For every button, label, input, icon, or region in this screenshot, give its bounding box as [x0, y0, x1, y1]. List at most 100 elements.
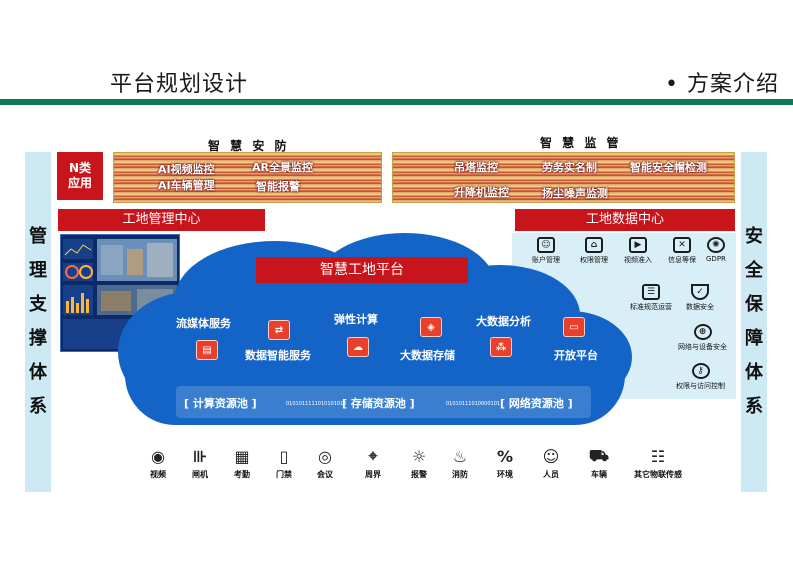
- pillar-char: 全: [745, 260, 763, 281]
- banner-item: 劳务实名制: [542, 161, 597, 174]
- smart-security-title: 智 慧 安 防: [208, 139, 290, 153]
- bit-stream: 01010111010000101: [446, 401, 501, 407]
- pillar-char: 体: [745, 362, 763, 383]
- pillar-char: 障: [745, 328, 763, 349]
- svc-account: ☺ 账户管理: [532, 237, 560, 265]
- device-label: 周界: [365, 470, 381, 479]
- service-label-open-platform: 开放平台: [554, 349, 598, 362]
- security-guarantee-pillar: 安 全 保 障 体 系: [741, 152, 767, 492]
- svc-video-access: ▶ 视频准入: [624, 237, 652, 265]
- svc-info-protection: ✕ 信息等保: [668, 237, 696, 265]
- device-label: 车辆: [591, 470, 607, 479]
- svc-access-control: ⚷ 权限与访问控制: [676, 363, 725, 391]
- device-label: 会议: [317, 470, 333, 479]
- device-vehicle: ⛟ 车辆: [571, 446, 627, 480]
- banner-item: 吊塔监控: [454, 161, 498, 174]
- pillar-char: 支: [29, 294, 47, 315]
- banner-item: AR全景监控: [252, 161, 313, 174]
- page-title: 平台规划设计: [110, 72, 249, 97]
- svc-gdpr: ✺ GDPR: [706, 237, 726, 263]
- banner-item: 智能安全帽检测: [630, 161, 707, 174]
- data-intelligence-icon: ⇄: [268, 320, 290, 340]
- n-app-line: 应用: [67, 176, 92, 190]
- turnstile-icon: ⊪: [192, 446, 208, 466]
- svc-label: GDPR: [706, 255, 726, 263]
- compute-pool: [ 计算资源池 ]: [184, 397, 257, 410]
- perimeter-icon: ⌖: [368, 446, 378, 465]
- banner-item: AI车辆管理: [158, 179, 215, 192]
- management-support-pillar: 管 理 支 撑 体 系: [25, 152, 51, 492]
- svc-network-security: ⊕ 网络与设备安全: [678, 324, 727, 352]
- svc-label: 标准规范运营: [630, 303, 672, 311]
- video-access-icon: ▶: [629, 237, 647, 253]
- svc-label: 信息等保: [668, 256, 696, 264]
- n-type-application-box: N类 应用: [57, 152, 103, 200]
- device-label: 其它物联传感: [634, 470, 682, 479]
- device-meeting: ◎ 会议: [297, 446, 353, 480]
- meeting-icon: ◎: [318, 446, 332, 466]
- device-label: 视频: [150, 470, 166, 479]
- device-label: 消防: [452, 470, 468, 479]
- smart-supervision-title: 智 慧 监 管: [540, 136, 622, 150]
- person-icon: ☺: [542, 446, 560, 466]
- storage-icon: ◈: [420, 317, 442, 337]
- svc-label: 账户管理: [532, 256, 560, 264]
- media-server-icon: ▤: [196, 340, 218, 360]
- access-control-icon: ⚷: [691, 363, 710, 379]
- info-protection-icon: ✕: [673, 237, 691, 253]
- gdpr-shield-icon: ✺: [706, 237, 725, 253]
- device-perimeter: ⌖ 周界: [345, 446, 401, 480]
- analytics-icon: ⁂: [490, 337, 512, 357]
- smart-site-platform-title: 智慧工地平台: [256, 257, 468, 283]
- service-label-data-intelligence: 数据智能服务: [245, 349, 311, 362]
- door-icon: ▯: [279, 446, 289, 466]
- device-label: 人员: [543, 470, 559, 479]
- svc-standards: ☰ 标准规范运营: [630, 284, 672, 312]
- pillar-char: 保: [745, 294, 763, 315]
- camera-icon: ◉: [151, 446, 165, 466]
- fire-extinguisher-icon: ♨: [452, 446, 468, 466]
- pillar-char: 系: [745, 396, 763, 417]
- svc-label: 网络与设备安全: [678, 343, 727, 351]
- environment-icon: %: [496, 446, 514, 466]
- device-label: 门禁: [276, 470, 292, 479]
- section-label: • 方案介绍: [665, 72, 779, 97]
- n-app-line: N类: [68, 161, 92, 175]
- site-data-center: 工地数据中心: [515, 209, 735, 231]
- service-label-storage: 大数据存储: [400, 349, 455, 362]
- resource-pool-bar: [ 计算资源池 ] 0101011111010101010 [ 存储资源池 ] …: [176, 386, 591, 418]
- bit-stream: 0101011111010101010: [286, 401, 347, 407]
- device-door: ▯ 门禁: [256, 446, 312, 480]
- permission-lock-icon: ⌂: [585, 237, 603, 253]
- site-management-center: 工地管理中心: [58, 209, 265, 231]
- smart-supervision-banner: 吊塔监控 劳务实名制 智能安全帽检测 升降机监控 扬尘噪声监测: [392, 152, 735, 203]
- header-divider: [0, 99, 793, 105]
- svc-label: 权限与访问控制: [676, 382, 725, 390]
- account-icon: ☺: [537, 237, 555, 253]
- attendance-icon: ▦: [234, 446, 250, 466]
- device-label: 报警: [411, 470, 427, 479]
- banner-item: 扬尘噪声监测: [542, 187, 608, 200]
- open-platform-icon: ▭: [563, 317, 585, 337]
- service-label-analytics: 大数据分析: [476, 315, 531, 328]
- alarm-icon: ☼: [411, 446, 427, 466]
- banner-item: AI视频监控: [158, 163, 215, 176]
- vehicle-icon: ⛟: [588, 445, 610, 465]
- storage-pool: [ 存储资源池 ]: [342, 397, 415, 410]
- svc-data-security: ✓ 数据安全: [686, 284, 714, 312]
- device-attendance: ▦ 考勤: [214, 446, 270, 480]
- svc-label: 权限管理: [580, 256, 608, 264]
- cloud-compute-icon: ☁: [347, 337, 369, 357]
- network-pool: [ 网络资源池 ]: [500, 397, 573, 410]
- pillar-char: 安: [745, 226, 763, 247]
- device-person: ☺ 人员: [523, 446, 579, 480]
- svc-label: 数据安全: [686, 303, 714, 311]
- device-label: 环境: [497, 470, 513, 479]
- smart-security-banner: AI视频监控 AR全景监控 AI车辆管理 智能报警: [113, 152, 382, 203]
- device-fire: ♨ 消防: [432, 446, 488, 480]
- pillar-char: 理: [29, 260, 47, 281]
- device-iot-sensor: ☷ 其它物联传感: [630, 446, 686, 480]
- banner-item: 智能报警: [256, 180, 300, 193]
- svc-permission: ⌂ 权限管理: [580, 237, 608, 265]
- iot-sensor-icon: ☷: [650, 446, 666, 466]
